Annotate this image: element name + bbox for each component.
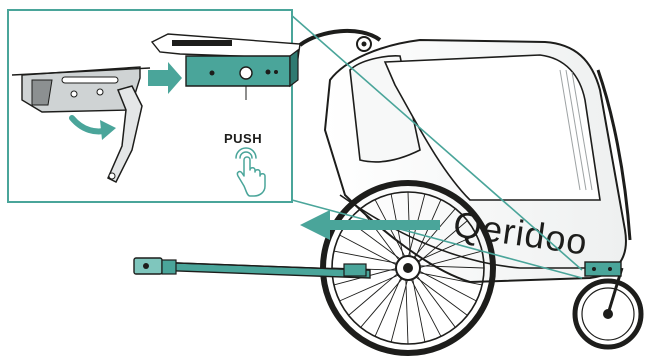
spoke bbox=[406, 280, 408, 344]
front-bracket bbox=[585, 262, 621, 276]
trailer: Qeridoo bbox=[300, 31, 630, 282]
push-button bbox=[240, 67, 252, 79]
spoke bbox=[340, 275, 399, 301]
tow-bar-arm bbox=[150, 262, 370, 278]
detail-callout: PUSH bbox=[8, 10, 300, 202]
push-label: PUSH bbox=[224, 131, 262, 146]
front-wheel bbox=[575, 262, 641, 347]
spoke bbox=[349, 274, 398, 316]
spoke bbox=[334, 251, 397, 263]
spoke bbox=[413, 279, 425, 342]
spoke bbox=[375, 278, 401, 337]
spoke bbox=[361, 279, 403, 328]
